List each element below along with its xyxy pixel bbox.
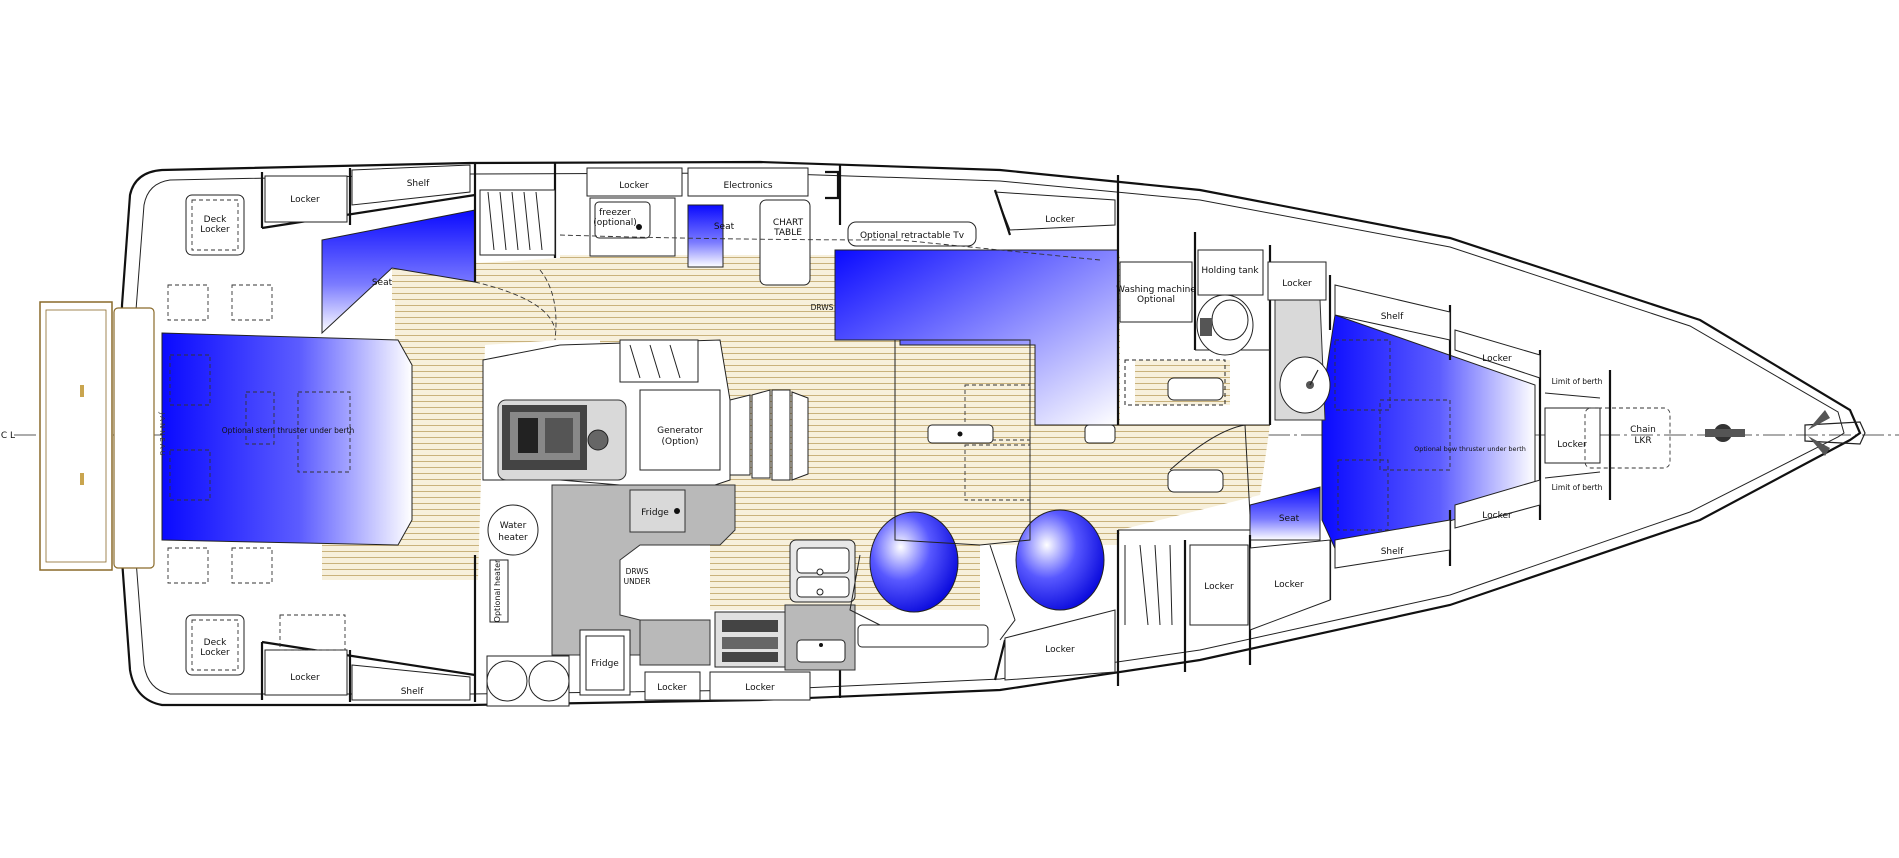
washing-machine-line1: Washing machine <box>1116 285 1196 295</box>
centerline-label: C L <box>1 431 15 441</box>
seat-aft-cabin: Seat <box>372 278 393 288</box>
stove-icon <box>714 611 786 668</box>
shelf-aft-bottom: Shelf <box>401 687 424 697</box>
water-heater-line2: heater <box>498 533 528 543</box>
drws-nav: DRWS <box>811 303 834 312</box>
fridge-bottom: Fridge <box>591 659 619 669</box>
fridge-galley: Fridge <box>641 508 669 518</box>
locker-fwd-top: Locker <box>1482 354 1512 364</box>
drws-under-line1: DRWS <box>626 567 649 576</box>
locker-galley-bottom-1: Locker <box>657 683 687 693</box>
nav-station: Locker Electronics freezer (optional) Se… <box>474 167 1101 341</box>
deck-locker-aft-bottom-line1: Deck <box>204 638 227 648</box>
locker-nav-top: Locker <box>619 181 649 191</box>
seat-nav: Seat <box>714 222 735 232</box>
engine-and-galley: Generator (Option) Water heater Optional… <box>482 339 856 707</box>
chart-table-line1: CHART <box>773 218 804 228</box>
freezer-line1: freezer <box>599 208 631 218</box>
chain-locker-line2: LKR <box>1634 436 1651 446</box>
shelf-aft-top: Shelf <box>407 179 430 189</box>
electronics: Electronics <box>723 181 772 191</box>
deck-locker-aft-top-line1: Deck <box>204 215 227 225</box>
armchair-starboard <box>1015 509 1105 611</box>
bow-lockers: Locker Chain LKR <box>1544 407 1671 469</box>
deck-locker-aft-top-line2: Locker <box>200 225 230 235</box>
galley-sink-icon <box>789 539 856 603</box>
saloon-top: Locker <box>993 189 1116 236</box>
locker-saloon-bottom: Locker <box>1045 645 1075 655</box>
chart-table-line2: TABLE <box>773 228 802 238</box>
washing-machine-line2: Optional <box>1137 295 1175 305</box>
generator-line2: (Option) <box>661 437 698 447</box>
retractable-tv: Optional retractable Tv <box>860 231 965 241</box>
limit-berth-bottom: Limit of berth <box>1552 483 1603 492</box>
limit-berth-top: Limit of berth <box>1552 377 1603 386</box>
drws-under-line2: UNDER <box>624 577 651 586</box>
toilet-icon <box>1196 294 1254 356</box>
generator-line1: Generator <box>657 426 703 436</box>
stern-thruster-note: Optional stern thruster under berth <box>222 426 355 435</box>
aft-cabin: Deck Locker Deck Locker Locker Shelf Loc… <box>167 164 471 701</box>
swim-platform: JANNEAU <box>39 301 166 571</box>
deck-locker-aft-bottom-line2: Locker <box>200 648 230 658</box>
hull-outline: JANNEAU <box>39 160 1866 707</box>
armchair-port <box>869 511 959 613</box>
locker-head: Locker <box>1282 279 1312 289</box>
shelf-fwd-top: Shelf <box>1381 312 1404 322</box>
saloon: Locker <box>849 339 1116 681</box>
head-sink-icon <box>1279 356 1331 414</box>
holding-tank: Holding tank <box>1201 266 1259 276</box>
bow-thruster-note: Optional bow thruster under berth <box>1414 445 1526 453</box>
locker-fwd-bottom: Locker <box>1482 511 1512 521</box>
locker-bow: Locker <box>1557 440 1587 450</box>
locker-aft-bottom: Locker <box>290 673 320 683</box>
locker-fwd-mid-1: Locker <box>1204 582 1234 592</box>
shelf-fwd-bottom: Shelf <box>1381 547 1404 557</box>
freezer-line2: (optional) <box>593 218 637 228</box>
locker-galley-bottom-2: Locker <box>745 683 775 693</box>
locker-fwd-mid-2: Locker <box>1274 580 1304 590</box>
chain-locker-line1: Chain <box>1630 425 1656 435</box>
water-heater-line1: Water <box>500 521 527 531</box>
seat-fwd: Seat <box>1279 514 1300 524</box>
bow-roller <box>1705 410 1866 456</box>
locker-aft-top: Locker <box>290 195 320 205</box>
forward-cabin: Shelf Locker Limit of berth Optional bow… <box>1124 284 1603 631</box>
head: Washing machine Optional Holding tank Lo… <box>1116 249 1331 516</box>
optional-heater: Optional heater <box>493 559 502 622</box>
berths-and-seats <box>161 204 1536 613</box>
locker-saloon-top: Locker <box>1045 215 1075 225</box>
engine-icon <box>502 405 609 470</box>
companionway-steps <box>729 389 809 481</box>
transom-brand: JANNEAU <box>158 411 166 458</box>
